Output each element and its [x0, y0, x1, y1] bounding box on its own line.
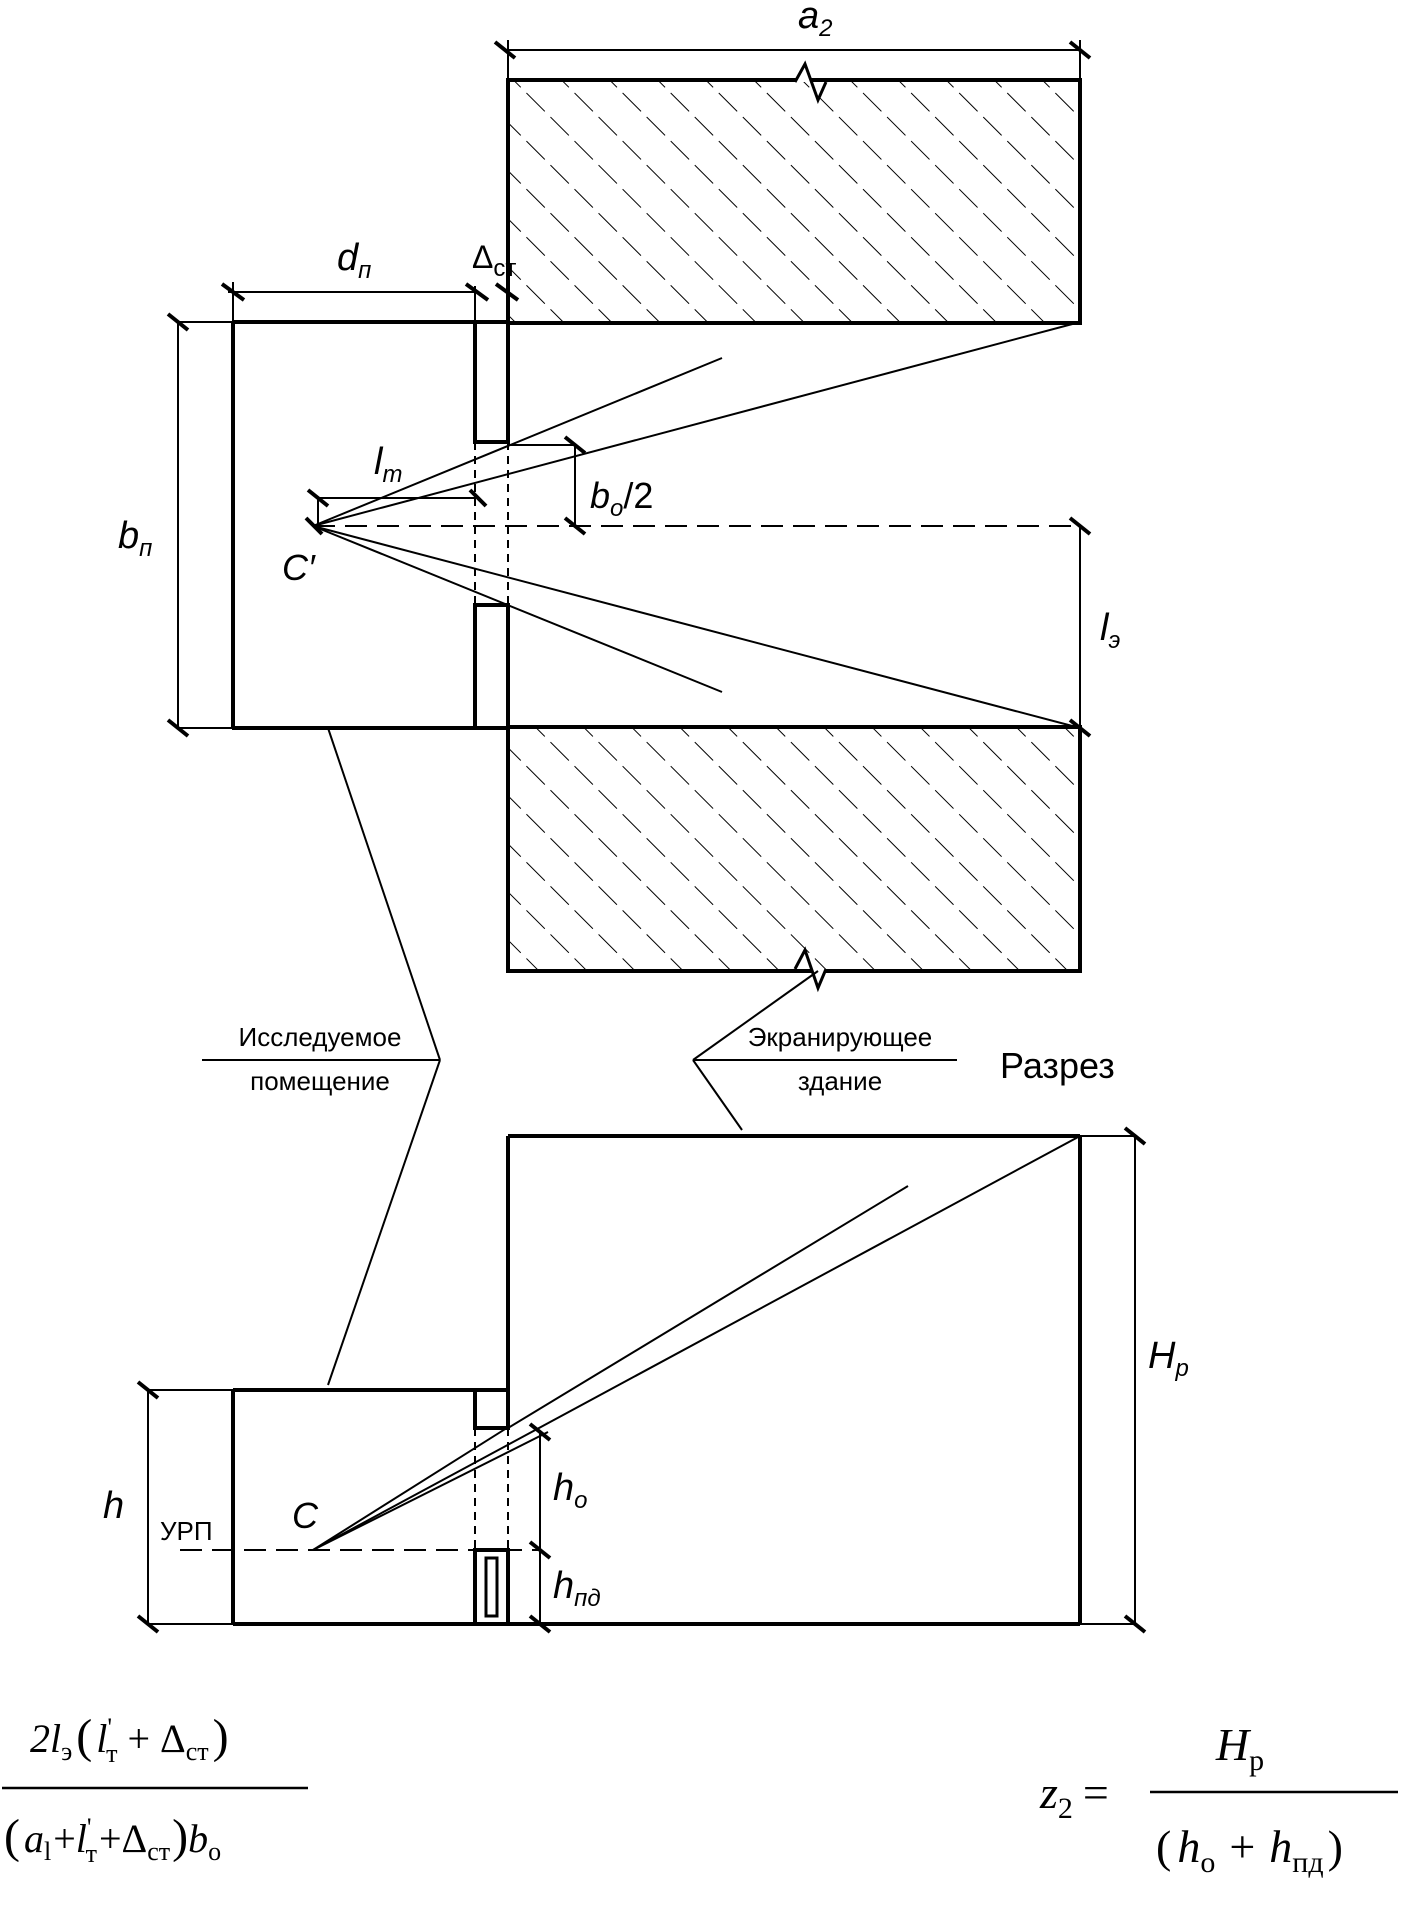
formula-right: z2= Hр (hо+hпд) — [1039, 1719, 1398, 1879]
caption-screen-line2: здание — [798, 1066, 882, 1096]
formula-left-numerator: 2lэ(l'т+Δст) — [30, 1710, 229, 1768]
dim-a2 — [493, 40, 1092, 80]
caption-screen-line1: Экранирующее — [748, 1022, 933, 1052]
label-le: lэ — [1100, 607, 1120, 654]
label-Hr: Hр — [1148, 1335, 1189, 1382]
label-delta-st: Δст — [472, 239, 516, 282]
label-bo-half: bо/2 — [590, 475, 653, 522]
shield-building-plan-upper — [506, 78, 1082, 325]
dim-Hr — [1080, 1126, 1147, 1634]
dim-ho-hpd — [528, 1422, 552, 1634]
dim-h — [136, 1380, 233, 1634]
label-c: C — [292, 1495, 319, 1536]
break-mark-bottom — [793, 946, 828, 993]
label-urp: УРП — [160, 1516, 213, 1546]
label-hpd: hпд — [553, 1565, 601, 1612]
plan-rays — [304, 321, 1092, 738]
formula-right-lhs: z2= — [1039, 1767, 1109, 1825]
formula-left: 2lэ(l'т+Δст) (al+l'т+Δст)bо — [2, 1710, 308, 1868]
formula-left-denominator: (al+l'т+Δст)bо — [4, 1810, 221, 1868]
dim-bp — [166, 312, 233, 738]
caption-section: Разрез — [1000, 1045, 1115, 1086]
section-rays — [180, 1135, 1081, 1551]
shield-building-plan-lower — [506, 725, 1082, 973]
label-h: h — [103, 1485, 124, 1527]
shield-building-section — [506, 1134, 1082, 1626]
dim-dp — [220, 282, 520, 322]
formula-right-denominator: (hо+hпд) — [1156, 1821, 1343, 1879]
label-c-prime: C′ — [282, 547, 316, 588]
leaders — [202, 727, 957, 1386]
formula-right-numerator: Hр — [1215, 1719, 1264, 1777]
label-a2: a2 — [798, 0, 833, 42]
label-lt: lт — [374, 441, 402, 488]
break-mark-top — [793, 60, 828, 105]
label-ho: hо — [553, 1467, 588, 1514]
caption-room-line2: помещение — [250, 1066, 390, 1096]
label-dp: dп — [337, 237, 371, 284]
room-plan — [231, 320, 510, 730]
caption-room-line1: Исследуемое — [239, 1022, 402, 1052]
room-section — [231, 1388, 540, 1626]
label-bp: bп — [118, 515, 152, 562]
